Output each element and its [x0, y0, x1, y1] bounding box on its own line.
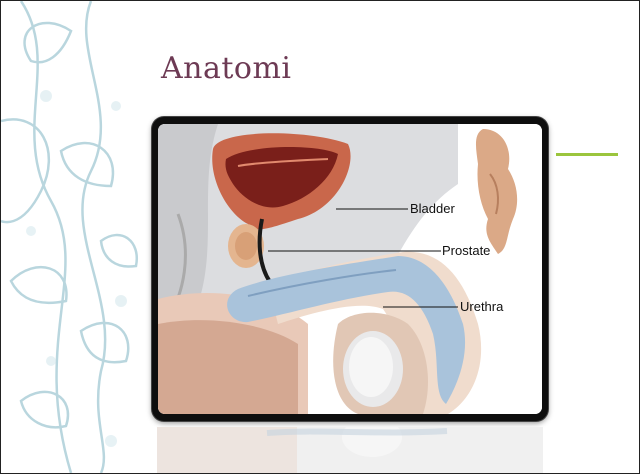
- slide-title: Anatomi: [161, 51, 292, 86]
- image-frame: Bladder Prostate Urethra: [152, 117, 548, 421]
- accent-line: [556, 153, 618, 156]
- image-reflection: [157, 427, 543, 473]
- label-urethra: Urethra: [460, 299, 504, 314]
- label-bladder: Bladder: [410, 201, 455, 216]
- anatomy-illustration: Bladder Prostate Urethra: [158, 124, 542, 414]
- label-prostate: Prostate: [442, 243, 490, 258]
- decorative-leaf-pattern: [1, 1, 151, 473]
- anatomy-diagram: Bladder Prostate Urethra: [158, 124, 542, 414]
